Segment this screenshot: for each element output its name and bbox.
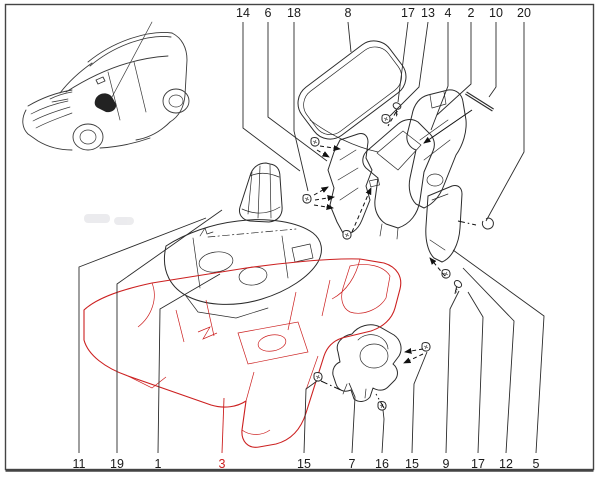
fastener-clip <box>377 401 387 411</box>
part-rear-console <box>406 89 467 209</box>
leader-line-16 <box>381 409 385 454</box>
leader-line-8 <box>347 21 352 53</box>
callout-number-12[interactable]: 12 <box>499 457 513 471</box>
leader-line-17 <box>397 21 409 103</box>
callout-number-15[interactable]: 15 <box>405 457 419 471</box>
leader-line-11 <box>78 217 207 453</box>
part-armrest-lid <box>297 40 407 153</box>
part-gearshift-boot <box>239 162 283 223</box>
leader-line-10 <box>488 22 497 98</box>
leader-line-2 <box>436 22 472 116</box>
fastener-clip <box>421 342 431 352</box>
callout-number-19[interactable]: 19 <box>110 457 124 471</box>
callout-number-8[interactable]: 8 <box>345 6 352 20</box>
part-main-console-highlighted[interactable] <box>83 258 402 448</box>
callout-number-9[interactable]: 9 <box>443 457 450 471</box>
callout-number-3[interactable]: 3 <box>219 457 226 471</box>
leader-line-15 <box>411 351 428 454</box>
diagram-border <box>4 3 595 471</box>
fastener-clip <box>381 114 391 124</box>
part-side-bracket <box>425 185 463 263</box>
fastener-pin-rod <box>465 91 494 112</box>
console-location-pointer <box>111 21 153 98</box>
leader-line-6 <box>267 22 328 162</box>
leader-line-18 <box>293 22 309 192</box>
vehicle-thumbnail <box>22 21 190 151</box>
leader-line-7 <box>348 382 356 454</box>
callout-number-6[interactable]: 6 <box>265 6 272 20</box>
watermark <box>84 214 134 225</box>
leader-line-17 <box>467 291 484 454</box>
callout-number-15[interactable]: 15 <box>297 457 311 471</box>
leader-line-14 <box>242 22 301 172</box>
callout-number-18[interactable]: 18 <box>287 6 301 20</box>
part-armrest-box <box>362 119 435 240</box>
callout-number-17[interactable]: 17 <box>471 457 485 471</box>
assembly-arrows <box>313 109 477 409</box>
part-front-console <box>164 219 322 319</box>
callout-number-7[interactable]: 7 <box>349 457 356 471</box>
console-location-highlight <box>94 93 117 113</box>
leader-line-9 <box>445 290 460 454</box>
leader-line-4 <box>430 22 449 131</box>
callout-number-20[interactable]: 20 <box>517 6 531 20</box>
fastener-clip <box>302 194 312 204</box>
part-hinge-bracket <box>327 133 373 235</box>
callout-number-10[interactable]: 10 <box>489 6 503 20</box>
part-rear-bracket <box>332 324 402 402</box>
fastener-clip <box>342 230 352 240</box>
callout-number-2[interactable]: 2 <box>468 6 475 20</box>
leader-line-12 <box>462 267 515 454</box>
fasteners <box>302 91 494 411</box>
callout-number-17[interactable]: 17 <box>401 6 415 20</box>
fastener-clip <box>313 372 323 382</box>
leader-line-1 <box>157 273 221 454</box>
callout-number-13[interactable]: 13 <box>421 6 435 20</box>
fastener-clip <box>310 137 320 147</box>
leader-line-3 <box>221 397 225 454</box>
callout-number-4[interactable]: 4 <box>445 6 452 20</box>
callout-number-11[interactable]: 11 <box>73 457 86 471</box>
callout-number-16[interactable]: 16 <box>375 457 389 471</box>
callout-number-14[interactable]: 14 <box>236 6 250 20</box>
fastener-c-clip <box>481 217 494 230</box>
leader-line-13 <box>389 21 429 117</box>
leader-line-19 <box>116 209 223 453</box>
leader-line-15 <box>303 380 318 454</box>
callout-number-5[interactable]: 5 <box>533 457 540 471</box>
leader-line-5 <box>452 249 545 454</box>
leader-line-20 <box>485 22 525 222</box>
callout-number-1[interactable]: 1 <box>155 457 162 471</box>
